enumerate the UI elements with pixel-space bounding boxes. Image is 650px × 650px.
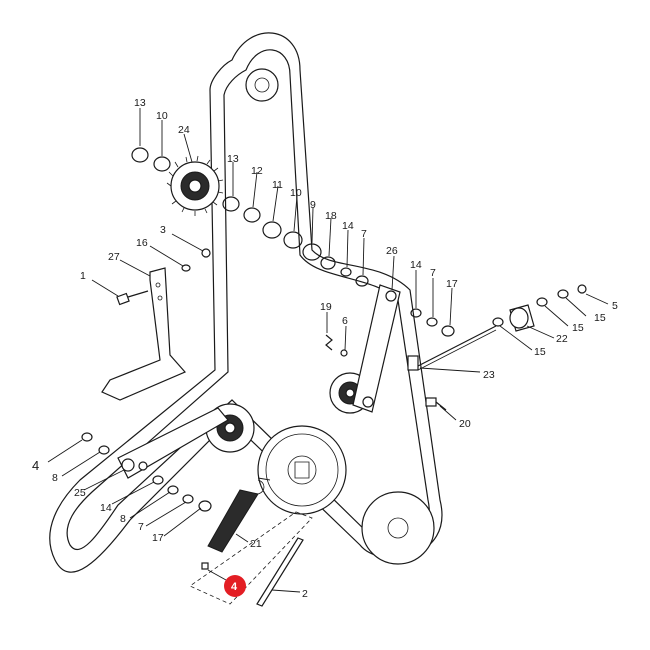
callout-12: 12	[251, 165, 263, 177]
rod-23	[417, 325, 497, 371]
top-pulley	[245, 68, 279, 102]
callout-5: 5	[612, 300, 618, 312]
pin-19	[325, 334, 333, 351]
arm-26	[352, 284, 419, 413]
leader-lines	[47, 108, 609, 593]
highlight-badge-label: 4	[231, 581, 238, 593]
arm-25	[117, 407, 229, 479]
callout-15: 15	[572, 322, 584, 334]
center-sprocket	[257, 425, 347, 515]
idler-sprocket-24	[166, 155, 224, 216]
bolt-20	[425, 397, 447, 411]
callout-7: 7	[430, 267, 436, 279]
callout-23: 23	[483, 369, 495, 381]
callout-15: 15	[594, 312, 606, 324]
spring-21	[207, 477, 271, 553]
callout-6: 6	[342, 315, 348, 327]
detail-frame-4	[189, 511, 313, 605]
callout-11: 11	[272, 179, 283, 191]
callout-17: 17	[152, 532, 164, 544]
callout-7: 7	[361, 228, 367, 240]
callout-25: 25	[74, 487, 86, 499]
callout-27: 27	[108, 251, 120, 263]
callout-7: 7	[138, 521, 144, 533]
callout-16: 16	[136, 237, 148, 249]
washer-stack-right	[410, 284, 587, 337]
callout-22: 22	[556, 333, 568, 345]
bolt-1	[116, 290, 149, 306]
callout-13: 13	[134, 97, 146, 109]
callout-20: 20	[459, 418, 471, 430]
callout-13: 13	[227, 153, 239, 165]
callout-9: 9	[310, 199, 316, 211]
callout-14: 14	[410, 259, 422, 271]
callout-21: 21	[250, 538, 262, 550]
callout-1: 1	[80, 270, 86, 282]
callout-14: 14	[342, 220, 354, 232]
highlight-badge-circle	[224, 575, 246, 597]
nut-3	[201, 248, 211, 258]
callout-2: 2	[302, 588, 308, 600]
washer-stack-top	[131, 147, 369, 287]
highlight-badge: 4	[224, 575, 246, 597]
callout-4: 4	[32, 458, 39, 473]
callout-15: 15	[534, 346, 546, 358]
callout-14: 14	[100, 502, 112, 514]
washer-6	[340, 349, 348, 357]
bracket-27	[101, 267, 186, 401]
callout-24: 24	[178, 124, 190, 136]
callout-labels: 13 10 24 13 12 11 10 9 18 14 7 26 14 7 1…	[32, 97, 618, 600]
callout-8: 8	[120, 513, 126, 525]
washer-stack-left	[81, 432, 212, 512]
callout-10: 10	[290, 187, 302, 199]
callout-10: 10	[156, 110, 168, 122]
callout-18: 18	[325, 210, 337, 222]
callout-26: 26	[386, 245, 398, 257]
callout-17: 17	[446, 278, 458, 290]
washer-16	[181, 264, 191, 272]
callout-8: 8	[52, 472, 58, 484]
lower-right-sprocket	[361, 491, 435, 565]
callout-3: 3	[160, 224, 166, 236]
callout-19: 19	[320, 301, 332, 313]
pin-2	[256, 537, 304, 607]
